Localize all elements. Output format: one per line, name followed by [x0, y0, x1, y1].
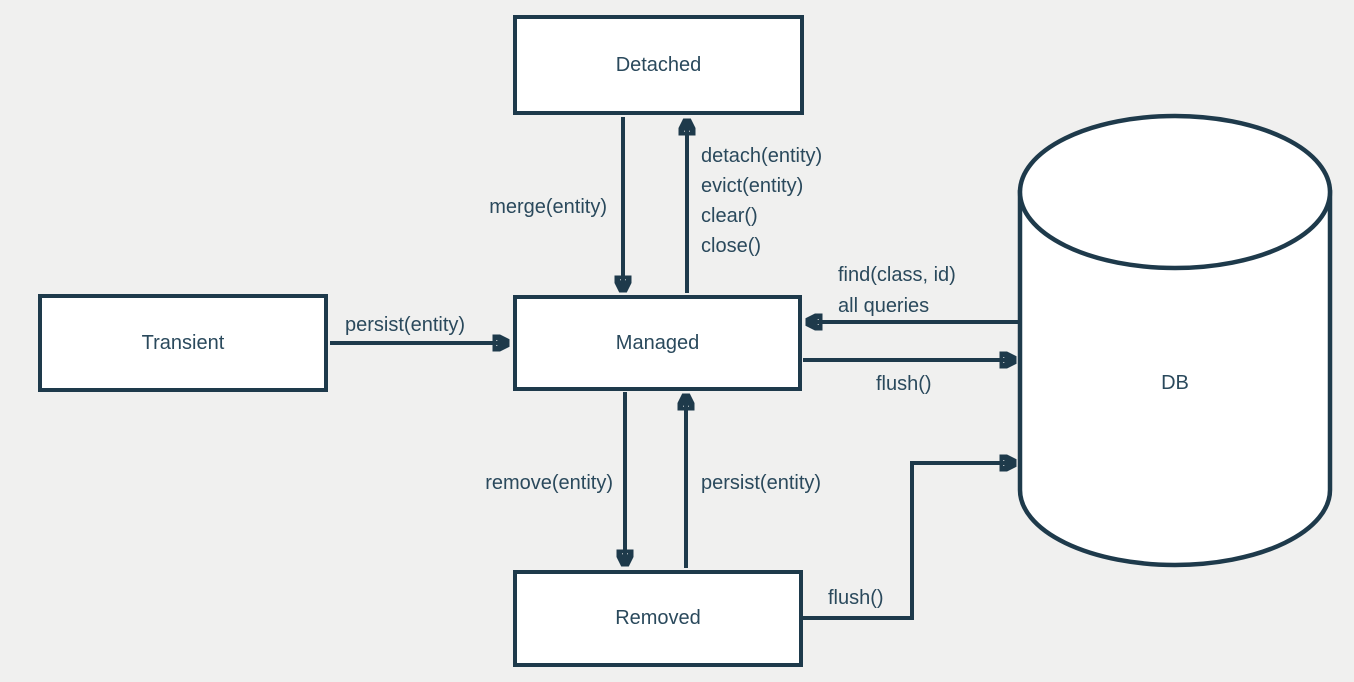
node-detached: Detached	[513, 15, 804, 115]
edge-flush-removed-to-db	[803, 463, 1014, 620]
db-cylinder-body	[1017, 189, 1333, 568]
node-removed: Removed	[513, 570, 803, 667]
edge-label-find: find(class, id)	[838, 264, 956, 286]
edge-label-evict: evict(entity)	[701, 175, 804, 197]
node-transient-label: Transient	[141, 331, 225, 354]
node-detached-label: Detached	[615, 53, 702, 76]
edge-label-all-queries: all queries	[838, 295, 930, 317]
node-transient: Transient	[38, 294, 328, 392]
edge-label-detach-group: detach(entity) evict(entity) clear() clo…	[701, 141, 822, 261]
edge-label-close: close()	[701, 235, 762, 257]
edge-label-remove: remove(entity)	[485, 472, 613, 494]
edge-label-persist-bottom: persist(entity)	[701, 472, 822, 494]
node-managed-label: Managed	[615, 331, 700, 354]
edge-label-flush-managed: flush()	[876, 373, 932, 395]
edge-label-detach: detach(entity)	[701, 145, 823, 167]
node-managed: Managed	[513, 295, 802, 391]
edge-label-flush-removed: flush()	[828, 587, 884, 609]
node-removed-label: Removed	[615, 607, 701, 629]
node-db-label: DB	[1161, 372, 1189, 394]
db-cylinder	[1017, 113, 1333, 568]
edge-label-merge: merge(entity)	[489, 196, 607, 218]
edge-label-find-group: find(class, id) all queries	[838, 260, 956, 322]
edge-label-clear: clear()	[701, 205, 758, 227]
db-cylinder-top	[1017, 113, 1333, 271]
edge-label-persist-top: persist(entity)	[345, 314, 466, 336]
